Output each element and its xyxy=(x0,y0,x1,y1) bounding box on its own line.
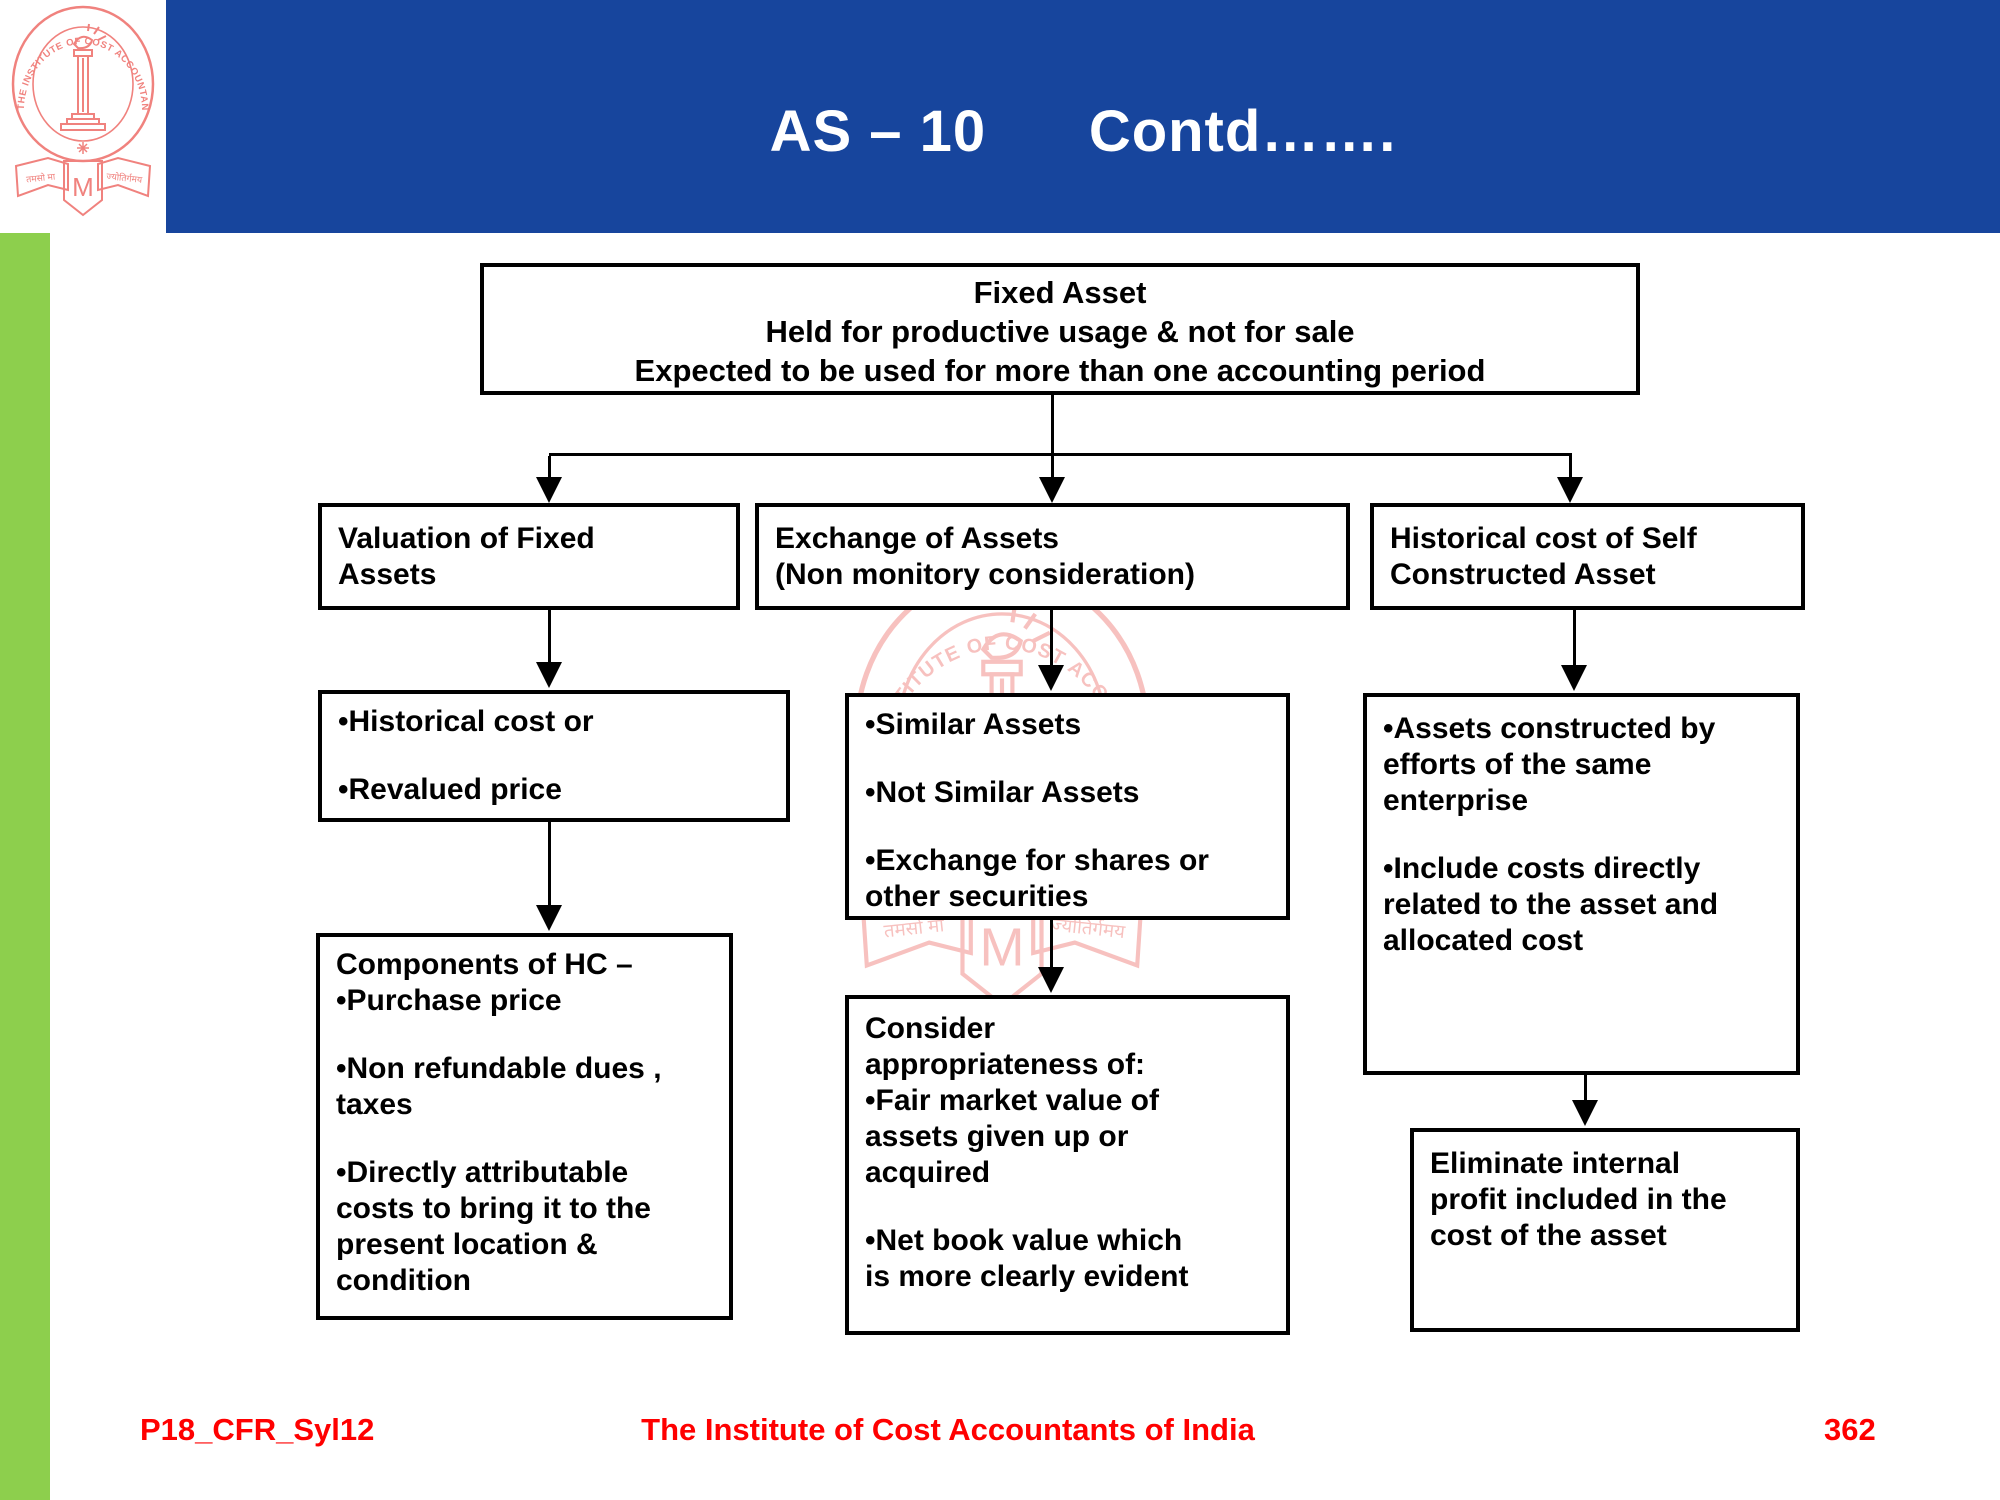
bullet-item: •Revalued price xyxy=(338,773,562,806)
flowchart-box-self-constructed-details: •Assets constructed by efforts of the sa… xyxy=(1363,693,1800,1075)
flowchart-box-fixed-asset: Fixed Asset Held for productive usage & … xyxy=(480,263,1640,395)
box-text: Eliminate internal profit included in th… xyxy=(1430,1147,1727,1252)
connector-consider xyxy=(1050,920,1053,969)
arrowhead-consider xyxy=(1038,967,1064,993)
bullet-item: •Net book value which is more clearly ev… xyxy=(865,1224,1189,1293)
bullet-item: •Directly attributable costs to bring it… xyxy=(336,1156,651,1297)
arrowhead-components xyxy=(536,905,562,931)
connector-branch-bar xyxy=(549,453,1572,456)
connector-to-valuation xyxy=(548,456,551,480)
arrowhead-to-exchange xyxy=(1039,477,1065,503)
box-text: Expected to be used for more than one ac… xyxy=(634,353,1486,388)
connector-exchange-detail xyxy=(1050,610,1053,667)
bullet-item: •Exchange for shares or other securities xyxy=(865,844,1209,913)
flowchart-box-consider-appropriateness: Consider appropriateness of: •Fair marke… xyxy=(845,995,1290,1335)
bullet-item: •Similar Assets xyxy=(865,708,1082,741)
box-text: Held for productive usage & not for sale xyxy=(765,314,1355,349)
arrowhead-to-valuation xyxy=(536,477,562,503)
bullet-item: •Historical cost or xyxy=(338,705,594,738)
connector-components xyxy=(548,822,551,907)
connector-to-self-constructed xyxy=(1569,456,1572,480)
box-text: Fixed Asset xyxy=(973,275,1147,310)
arrowhead-exchange-detail xyxy=(1038,665,1064,691)
footer-course-code: P18_CFR_Syl12 xyxy=(140,1412,375,1447)
flowchart-box-exchange-of-assets: Exchange of Assets (Non monitory conside… xyxy=(755,503,1350,610)
connector-root-stem xyxy=(1051,395,1054,456)
title-banner: AS – 10 Contd……. xyxy=(166,0,2000,233)
box-text: Historical cost of Self Constructed Asse… xyxy=(1390,522,1697,591)
footer-institute-name: The Institute of Cost Accountants of Ind… xyxy=(641,1412,1255,1447)
flowchart-box-historical-cost-self-constructed: Historical cost of Self Constructed Asse… xyxy=(1370,503,1805,610)
arrowhead-to-self-constructed xyxy=(1557,477,1583,503)
bullet-item: •Include costs directly related to the a… xyxy=(1383,852,1719,957)
bullet-item: Components of HC – •Purchase price xyxy=(336,948,633,1017)
bullet-item: •Assets constructed by efforts of the sa… xyxy=(1383,712,1716,817)
box-text: Valuation of Fixed Assets xyxy=(338,522,595,591)
connector-to-exchange xyxy=(1051,456,1054,480)
bullet-item: •Not Similar Assets xyxy=(865,776,1140,809)
bullet-item: •Non refundable dues , taxes xyxy=(336,1052,662,1121)
institute-logo-icon xyxy=(8,4,158,226)
flowchart-box-valuation-of-fixed-assets: Valuation of Fixed Assets xyxy=(318,503,740,610)
connector-eliminate xyxy=(1584,1075,1587,1102)
connector-valuation-detail xyxy=(548,610,551,664)
logo-corner xyxy=(0,0,166,233)
bullet-item: Consider appropriateness of: •Fair marke… xyxy=(865,1012,1159,1189)
arrowhead-valuation-detail xyxy=(536,662,562,688)
green-side-stripe xyxy=(0,233,50,1500)
flowchart-box-components-of-hc: Components of HC – •Purchase price •Non … xyxy=(316,933,733,1320)
arrowhead-self-constructed-detail xyxy=(1561,665,1587,691)
flowchart-box-valuation-methods: •Historical cost or •Revalued price xyxy=(318,690,790,822)
arrowhead-eliminate xyxy=(1572,1100,1598,1126)
connector-self-constructed-detail xyxy=(1573,610,1576,667)
flowchart-box-eliminate-internal-profit: Eliminate internal profit included in th… xyxy=(1410,1128,1800,1332)
box-text: Exchange of Assets (Non monitory conside… xyxy=(775,522,1195,591)
page-title: AS – 10 Contd……. xyxy=(769,99,1397,164)
flowchart-box-exchange-types: •Similar Assets •Not Similar Assets •Exc… xyxy=(845,693,1290,920)
footer-page-number: 362 xyxy=(1824,1412,1876,1447)
